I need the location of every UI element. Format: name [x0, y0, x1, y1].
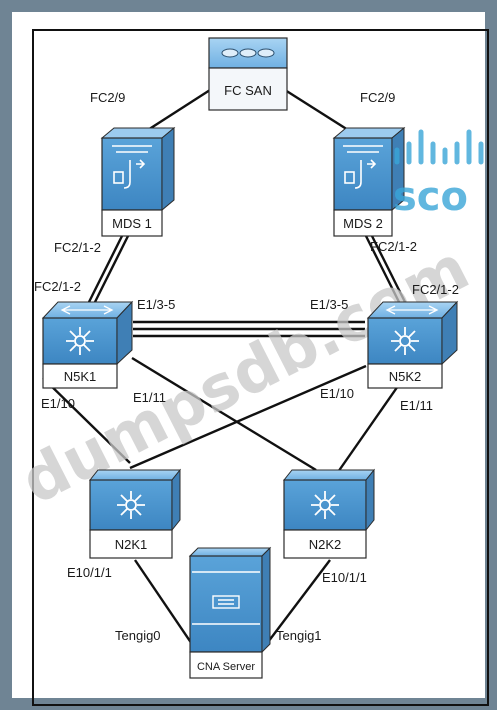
- port-label: FC2/1-2: [370, 239, 417, 254]
- n2k2-label: N2K2: [309, 537, 342, 552]
- port-label: FC2/1-2: [34, 279, 81, 294]
- n5k1-label: N5K1: [64, 369, 97, 384]
- link-n5k2-n2k2: [337, 385, 399, 473]
- port-label: E1/11: [400, 398, 433, 413]
- cisco-bars-icon: [394, 129, 484, 165]
- fc-san-label: FC SAN: [224, 83, 272, 98]
- link-san-mds2: [284, 88, 357, 137]
- mds-switch-icon: [112, 145, 152, 189]
- port-label: FC2/1-2: [54, 240, 101, 255]
- port-labels: FC2/9 FC2/9 FC2/1-2 FC2/1-2 FC2/1-2 FC2/…: [34, 90, 459, 643]
- n2k1-device: N2K1: [88, 468, 182, 559]
- link-n5k1-n2k2: [131, 356, 317, 472]
- server-icon: [192, 571, 260, 625]
- link-n2k2-server: [261, 559, 331, 651]
- link-mds1-n5k1-b: [93, 235, 130, 303]
- link-n5k1-n2k1: [42, 377, 131, 464]
- port-label: E1/10: [320, 386, 354, 401]
- mds2-label: MDS 2: [343, 216, 383, 231]
- nexus-switch-icon: [391, 327, 419, 355]
- link-n2k1-server: [134, 559, 197, 651]
- port-label: E1/3-5: [310, 297, 348, 312]
- diagram-border: [32, 29, 489, 706]
- port-label: Tengig0: [115, 628, 161, 643]
- port-label: E1/3-5: [137, 297, 175, 312]
- link-mds1-n5k1-a: [87, 235, 124, 303]
- port-label: E10/1/1: [67, 565, 112, 580]
- n5k2-device: N5K2: [366, 300, 459, 389]
- cisco-logo-text: sco: [393, 174, 468, 220]
- cna-server-device: CNA Server: [188, 546, 272, 679]
- fex-icon: [117, 491, 145, 519]
- link-mds2-n5k2-a: [364, 235, 401, 303]
- n5k1-device: N5K1: [41, 300, 134, 389]
- port-label: E10/1/1: [322, 570, 367, 585]
- port-label: FC2/9: [90, 90, 125, 105]
- cna-server-label: CNA Server: [197, 661, 255, 673]
- link-mds2-n5k2-b: [370, 235, 407, 303]
- fex-icon: [311, 491, 339, 519]
- port-label: FC2/1-2: [412, 282, 459, 297]
- mds1-device: MDS 1: [100, 126, 176, 237]
- port-label: FC2/9: [360, 90, 395, 105]
- n2k1-label: N2K1: [115, 537, 148, 552]
- n2k2-device: N2K2: [282, 468, 376, 559]
- mds1-label: MDS 1: [112, 216, 152, 231]
- mds-switch-icon: [343, 145, 383, 189]
- n5k2-label: N5K2: [389, 369, 422, 384]
- cisco-logo-watermark: sco: [393, 129, 484, 220]
- port-label: Tengig1: [276, 628, 322, 643]
- port-label: E1/10: [41, 396, 75, 411]
- fc-san-device: FC SAN: [208, 37, 288, 111]
- link-n5k2-n2k1: [129, 364, 367, 470]
- port-label: E1/11: [133, 390, 166, 405]
- disk-icon: [221, 48, 275, 58]
- mds2-device: MDS 2: [332, 126, 406, 237]
- nexus-switch-icon: [66, 327, 94, 355]
